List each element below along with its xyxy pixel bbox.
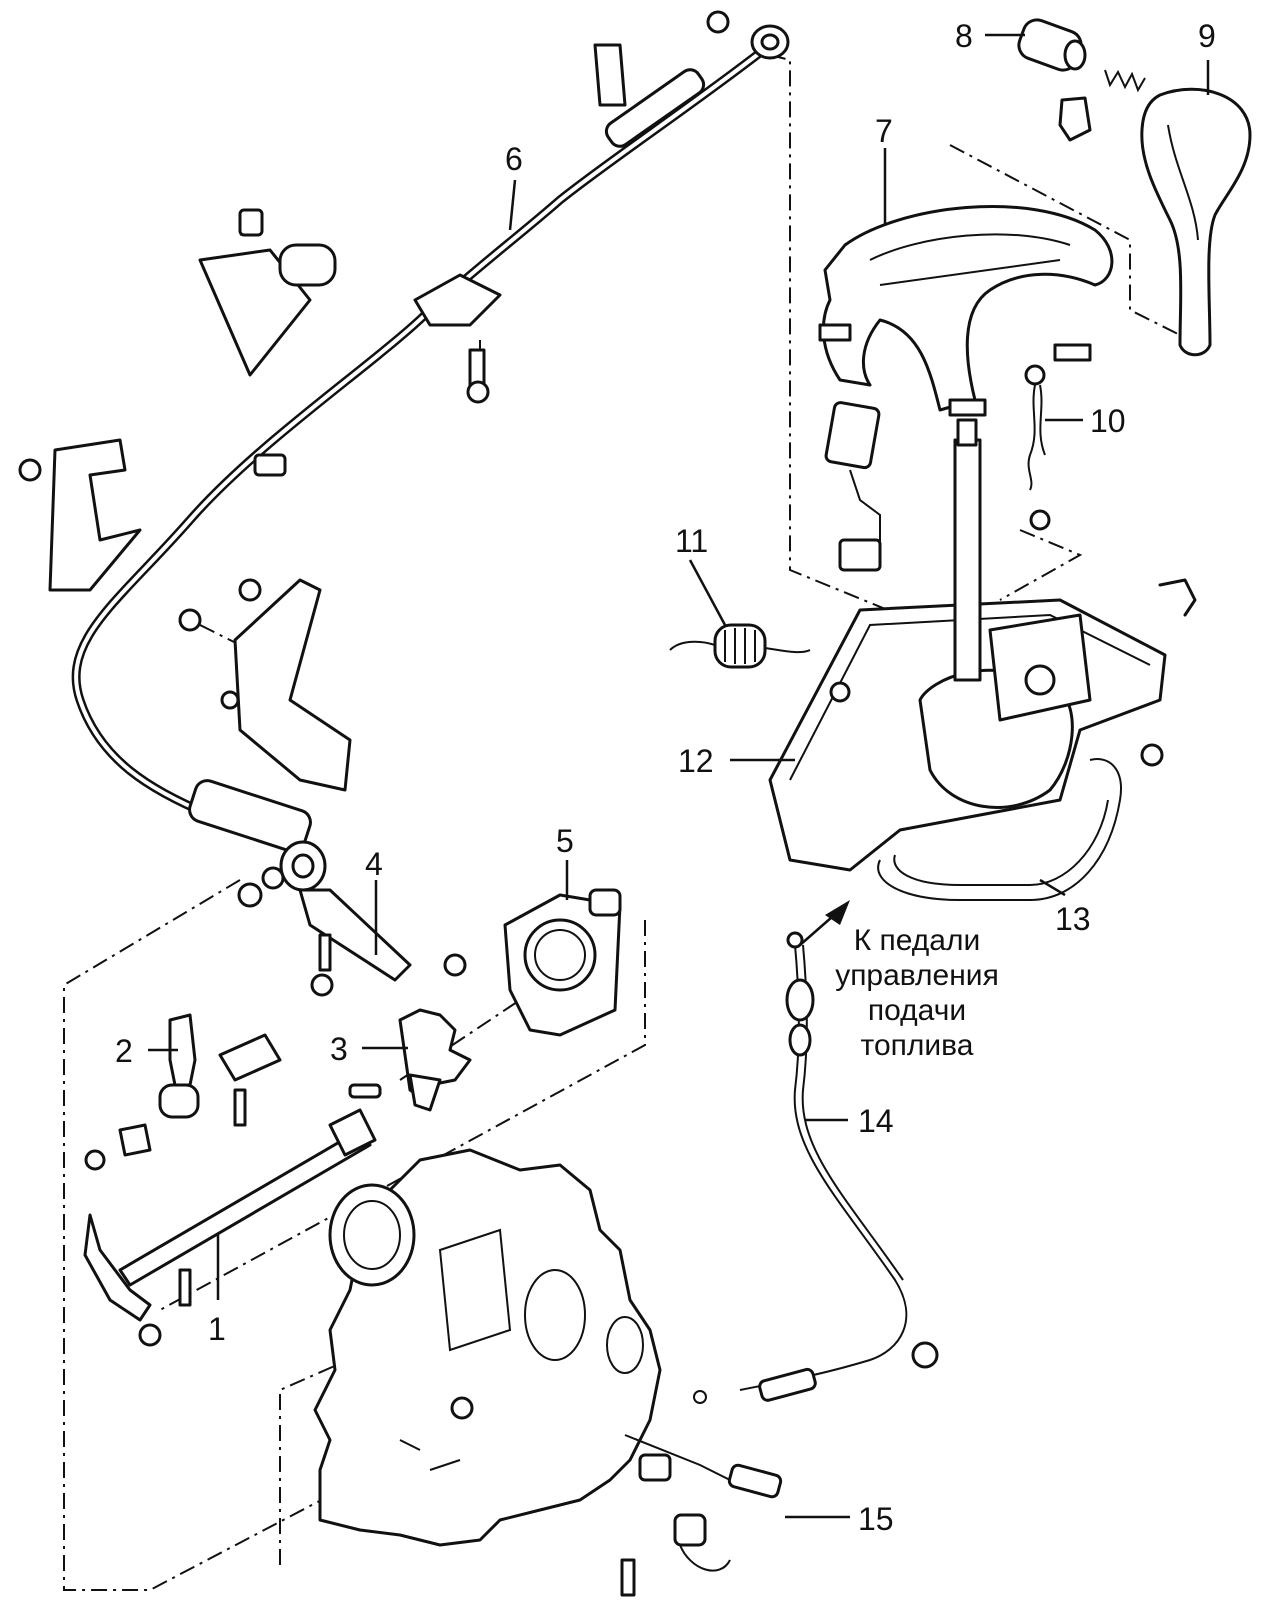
indicator-lamp-10 — [1024, 364, 1046, 491]
callout-2: 2 — [115, 1033, 133, 1069]
leader-lines — [148, 33, 1210, 1519]
accelerator-pedal-note: К педали управления подачи топлива — [835, 924, 999, 1062]
callout-11: 11 — [675, 523, 708, 559]
callout-3: 3 — [330, 1031, 348, 1067]
callout-9: 9 — [1198, 18, 1216, 54]
callout-10: 10 — [1090, 403, 1126, 439]
callout-5: 5 — [556, 823, 574, 859]
linkage-parts — [83, 866, 622, 1347]
return-spring-11 — [669, 623, 811, 669]
note-line-3: подачи — [868, 994, 966, 1027]
shift-cable-6 — [71, 24, 790, 892]
callout-6: 6 — [505, 141, 523, 177]
kickdown-cable-14 — [693, 900, 939, 1404]
callout-numbers: 1 2 3 4 5 6 7 8 9 10 11 12 13 14 15 — [115, 18, 1216, 1537]
callout-13: 13 — [1055, 901, 1091, 937]
callout-7: 7 — [875, 113, 893, 149]
selector-base-12 — [768, 418, 1167, 872]
cable-hardware — [18, 10, 730, 792]
lock-button-8 — [1017, 18, 1146, 142]
callout-1: 1 — [208, 1311, 226, 1347]
note-line-1: К педали — [854, 924, 981, 957]
cable-bracket-13 — [877, 758, 1122, 901]
selector-cover-7 — [818, 204, 1114, 417]
callout-15: 15 — [858, 1501, 894, 1537]
callout-4: 4 — [365, 846, 383, 882]
callout-14: 14 — [858, 1103, 894, 1139]
note-line-4: топлива — [861, 1029, 974, 1062]
callout-12: 12 — [678, 743, 714, 779]
callout-8: 8 — [955, 18, 973, 54]
transmission-case — [313, 1148, 783, 1597]
note-line-2: управления — [835, 959, 999, 992]
selector-switch-connector — [824, 401, 1197, 617]
shift-knob-9 — [1140, 87, 1252, 357]
